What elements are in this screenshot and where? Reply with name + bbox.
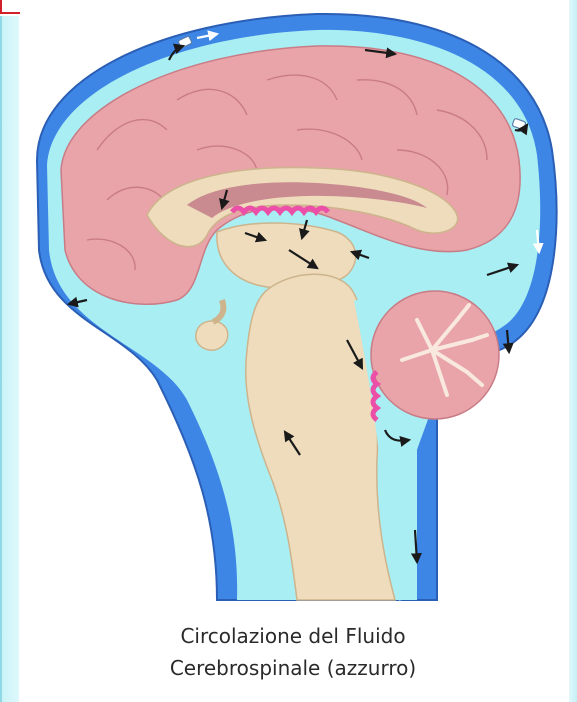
csf-illustration [17, 0, 569, 702]
right-border-band [569, 0, 577, 702]
caption-line-2: Cerebrospinale (azzurro) [17, 652, 569, 684]
pituitary [196, 321, 228, 350]
figure-caption: Circolazione del Fluido Cerebrospinale (… [17, 620, 569, 684]
choroid-plexus-third-ventricle [232, 208, 328, 212]
caption-line-1: Circolazione del Fluido [17, 620, 569, 652]
brain-sagittal-diagram [17, 0, 569, 620]
